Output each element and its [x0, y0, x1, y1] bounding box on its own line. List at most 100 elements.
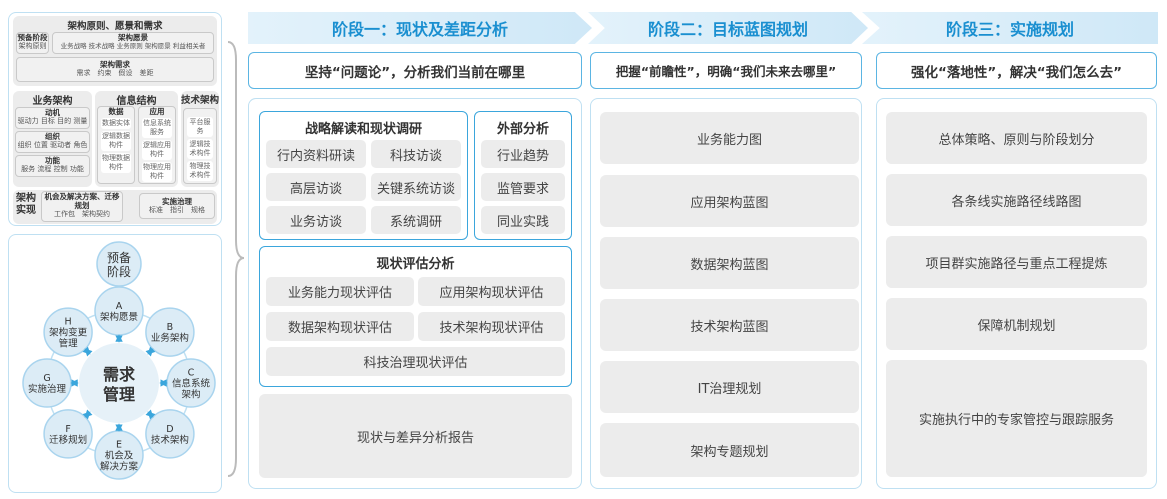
- bidirectional-arrow: [82, 409, 93, 420]
- stage-2-panel: 业务能力图 应用架构蓝图 数据架构蓝图 技术架构蓝图 IT治理规划 架构专题规划: [590, 98, 862, 489]
- stage2-item: 业务能力图: [600, 112, 859, 164]
- phase-label: 架构: [181, 389, 200, 401]
- phase-label: 架构变更: [49, 327, 88, 339]
- phase-node-H: [43, 307, 93, 357]
- app-item: 信息系统服务: [142, 118, 172, 138]
- strategy-item: 关键系统访谈: [371, 173, 461, 201]
- technology-architecture: 技术架构 平台服务 逻辑技术构件 物理技术构件: [181, 91, 219, 187]
- evaluation-item: 技术架构现状评估: [418, 312, 565, 341]
- stage-1-header: 阶段一：现状及差距分析: [248, 12, 592, 44]
- data-title: 数据: [108, 107, 124, 116]
- organization-box: 组织组织 位置 驱动者 角色: [15, 131, 90, 153]
- phase-label: 管理: [59, 338, 79, 350]
- group-title: 组织: [45, 132, 60, 141]
- phase-label: A: [116, 301, 123, 312]
- tech-item: 平台服务: [187, 117, 213, 137]
- phase-label: E: [116, 440, 122, 451]
- phase-label: 实施治理: [28, 383, 67, 395]
- phase-node-B: [145, 307, 195, 357]
- governance-box: 实施治理标准 指引 规格: [139, 193, 215, 219]
- impl-title: 架构实现: [16, 193, 36, 216]
- phase-label: D: [166, 424, 173, 435]
- opp-title: 机会及解决方案、迁移规划: [44, 192, 120, 210]
- architecture-content-panel: 架构原则、愿景和需求 预备阶段架构原则 架构愿景业务战略 技术战略 业务原则 架…: [8, 12, 222, 226]
- data-item: 数据实体: [101, 118, 131, 129]
- strategy-item: 业务访谈: [266, 206, 366, 234]
- evaluation-item: 数据架构现状评估: [266, 312, 414, 341]
- phase-label: 架构愿景: [100, 311, 138, 323]
- strategy-item: 高层访谈: [266, 173, 366, 201]
- gov-items: 标准 指引 规格: [149, 206, 205, 214]
- stage3-item: 保障机制规划: [886, 298, 1147, 350]
- tech-item: 物理技术构件: [187, 161, 213, 181]
- external-item: 监管要求: [481, 173, 565, 201]
- phase-label: 业务架构: [151, 332, 189, 344]
- stage-2-slogan: 把握“前瞻性”，明确“我们未来去哪里”: [590, 52, 862, 89]
- stage3-item: 项目群实施路径与重点工程提炼: [886, 236, 1147, 288]
- phase-label: 机会及: [105, 450, 134, 462]
- app-box: 应用 信息系统服务 逻辑应用构件 物理应用构件: [138, 106, 176, 184]
- tech-box: 平台服务 逻辑技术构件 物理技术构件: [183, 108, 217, 184]
- stage2-item: IT治理规划: [600, 361, 859, 413]
- data-item: 物理数据构件: [101, 153, 131, 173]
- bracket: [227, 41, 245, 477]
- vision-title: 架构愿景: [118, 33, 148, 42]
- prep-label: 预备: [107, 251, 131, 265]
- req-title: 架构需求: [100, 60, 130, 69]
- phase-label: 迁移规划: [49, 434, 87, 446]
- evaluation-item: 应用架构现状评估: [418, 277, 565, 306]
- stage3-item: 实施执行中的专家管控与跟踪服务: [886, 360, 1147, 477]
- phase-label: F: [65, 424, 70, 435]
- opp-items: 工作包 架构契约: [54, 210, 110, 218]
- strategy-research-box: 战略解读和现状调研 行内资料研读 科技访谈 高层访谈 关键系统访谈 业务访谈 系…: [259, 111, 468, 240]
- center-label: 管理: [103, 385, 135, 404]
- vision-items: 业务战略 技术战略 业务原则 架构愿景 利益相关者: [60, 42, 206, 50]
- external-item: 行业趋势: [481, 140, 565, 168]
- stage-3-slogan: 强化“落地性”，解决“我们怎么去”: [876, 52, 1157, 89]
- bidirectional-arrow: [145, 409, 156, 420]
- opportunity-box: 机会及解决方案、迁移规划工作包 架构契约: [41, 191, 123, 222]
- strategy-item: 科技访谈: [371, 140, 461, 168]
- information-structure: 信息结构 数据 数据实体 逻辑数据构件 物理数据构件 应用 信息系统服务 逻辑应…: [95, 91, 178, 187]
- bidirectional-arrow: [145, 346, 156, 357]
- data-item: 逻辑数据构件: [101, 131, 131, 151]
- business-title: 业务架构: [32, 96, 73, 107]
- req-items: 需求 约束 假设 差距: [76, 69, 154, 77]
- phase-node-F: [43, 409, 93, 459]
- data-box: 数据 数据实体 逻辑数据构件 物理数据构件: [97, 106, 135, 184]
- evaluation-box: 现状评估分析 业务能力现状评估 应用架构现状评估 数据架构现状评估 技术架构现状…: [259, 246, 572, 387]
- group-title: 功能: [45, 156, 60, 165]
- stage3-item: 总体策略、原则与阶段划分: [886, 112, 1147, 164]
- external-title: 外部分析: [496, 122, 549, 137]
- app-item: 物理应用构件: [142, 162, 172, 182]
- external-analysis-box: 外部分析 行业趋势 监管要求 同业实践: [474, 111, 572, 240]
- center-node: [79, 343, 159, 423]
- business-architecture: 业务架构 动机驱动力 目标 目的 测量 组织组织 位置 驱动者 角色 功能服务 …: [13, 91, 92, 187]
- implementation-section: 架构实现 机会及解决方案、迁移规划工作包 架构契约 实施治理标准 指引 规格: [13, 190, 217, 224]
- vision-box: 架构愿景业务战略 技术战略 业务原则 架构愿景 利益相关者: [52, 32, 214, 54]
- evaluation-item: 业务能力现状评估: [266, 277, 414, 306]
- prep-box: 预备阶段架构原则: [16, 32, 49, 54]
- phase-label: B: [167, 322, 174, 333]
- phase-label: C: [188, 368, 195, 379]
- prep-items: 架构原则: [18, 42, 47, 50]
- stage-1-slogan: 坚持“问题论”，分析我们当前在哪里: [248, 52, 582, 89]
- phase-label: 信息系统: [172, 378, 211, 390]
- prep-title: 预备阶段: [17, 33, 48, 42]
- phase-label: 解决方案: [100, 461, 139, 473]
- stage2-item: 架构专题规划: [600, 423, 859, 477]
- stage-1-panel: 战略解读和现状调研 行内资料研读 科技访谈 高层访谈 关键系统访谈 业务访谈 系…: [248, 98, 582, 489]
- info-title: 信息结构: [116, 96, 157, 107]
- requirements-box: 架构需求需求 约束 假设 差距: [16, 57, 214, 82]
- stage-3-header: 阶段三：实施规划: [862, 12, 1158, 44]
- app-item: 逻辑应用构件: [142, 140, 172, 160]
- section-title: 架构原则、愿景和需求: [67, 21, 163, 32]
- stage2-item: 数据架构蓝图: [600, 237, 859, 289]
- center-label: 需求: [103, 365, 136, 384]
- stage2-item: 应用架构蓝图: [600, 175, 859, 227]
- stage3-item: 各条线实施路径线路图: [886, 174, 1147, 226]
- phase-label: H: [65, 317, 72, 328]
- app-title: 应用: [149, 107, 165, 116]
- principles-section: 架构原则、愿景和需求 预备阶段架构原则 架构愿景业务战略 技术战略 业务原则 架…: [13, 16, 217, 86]
